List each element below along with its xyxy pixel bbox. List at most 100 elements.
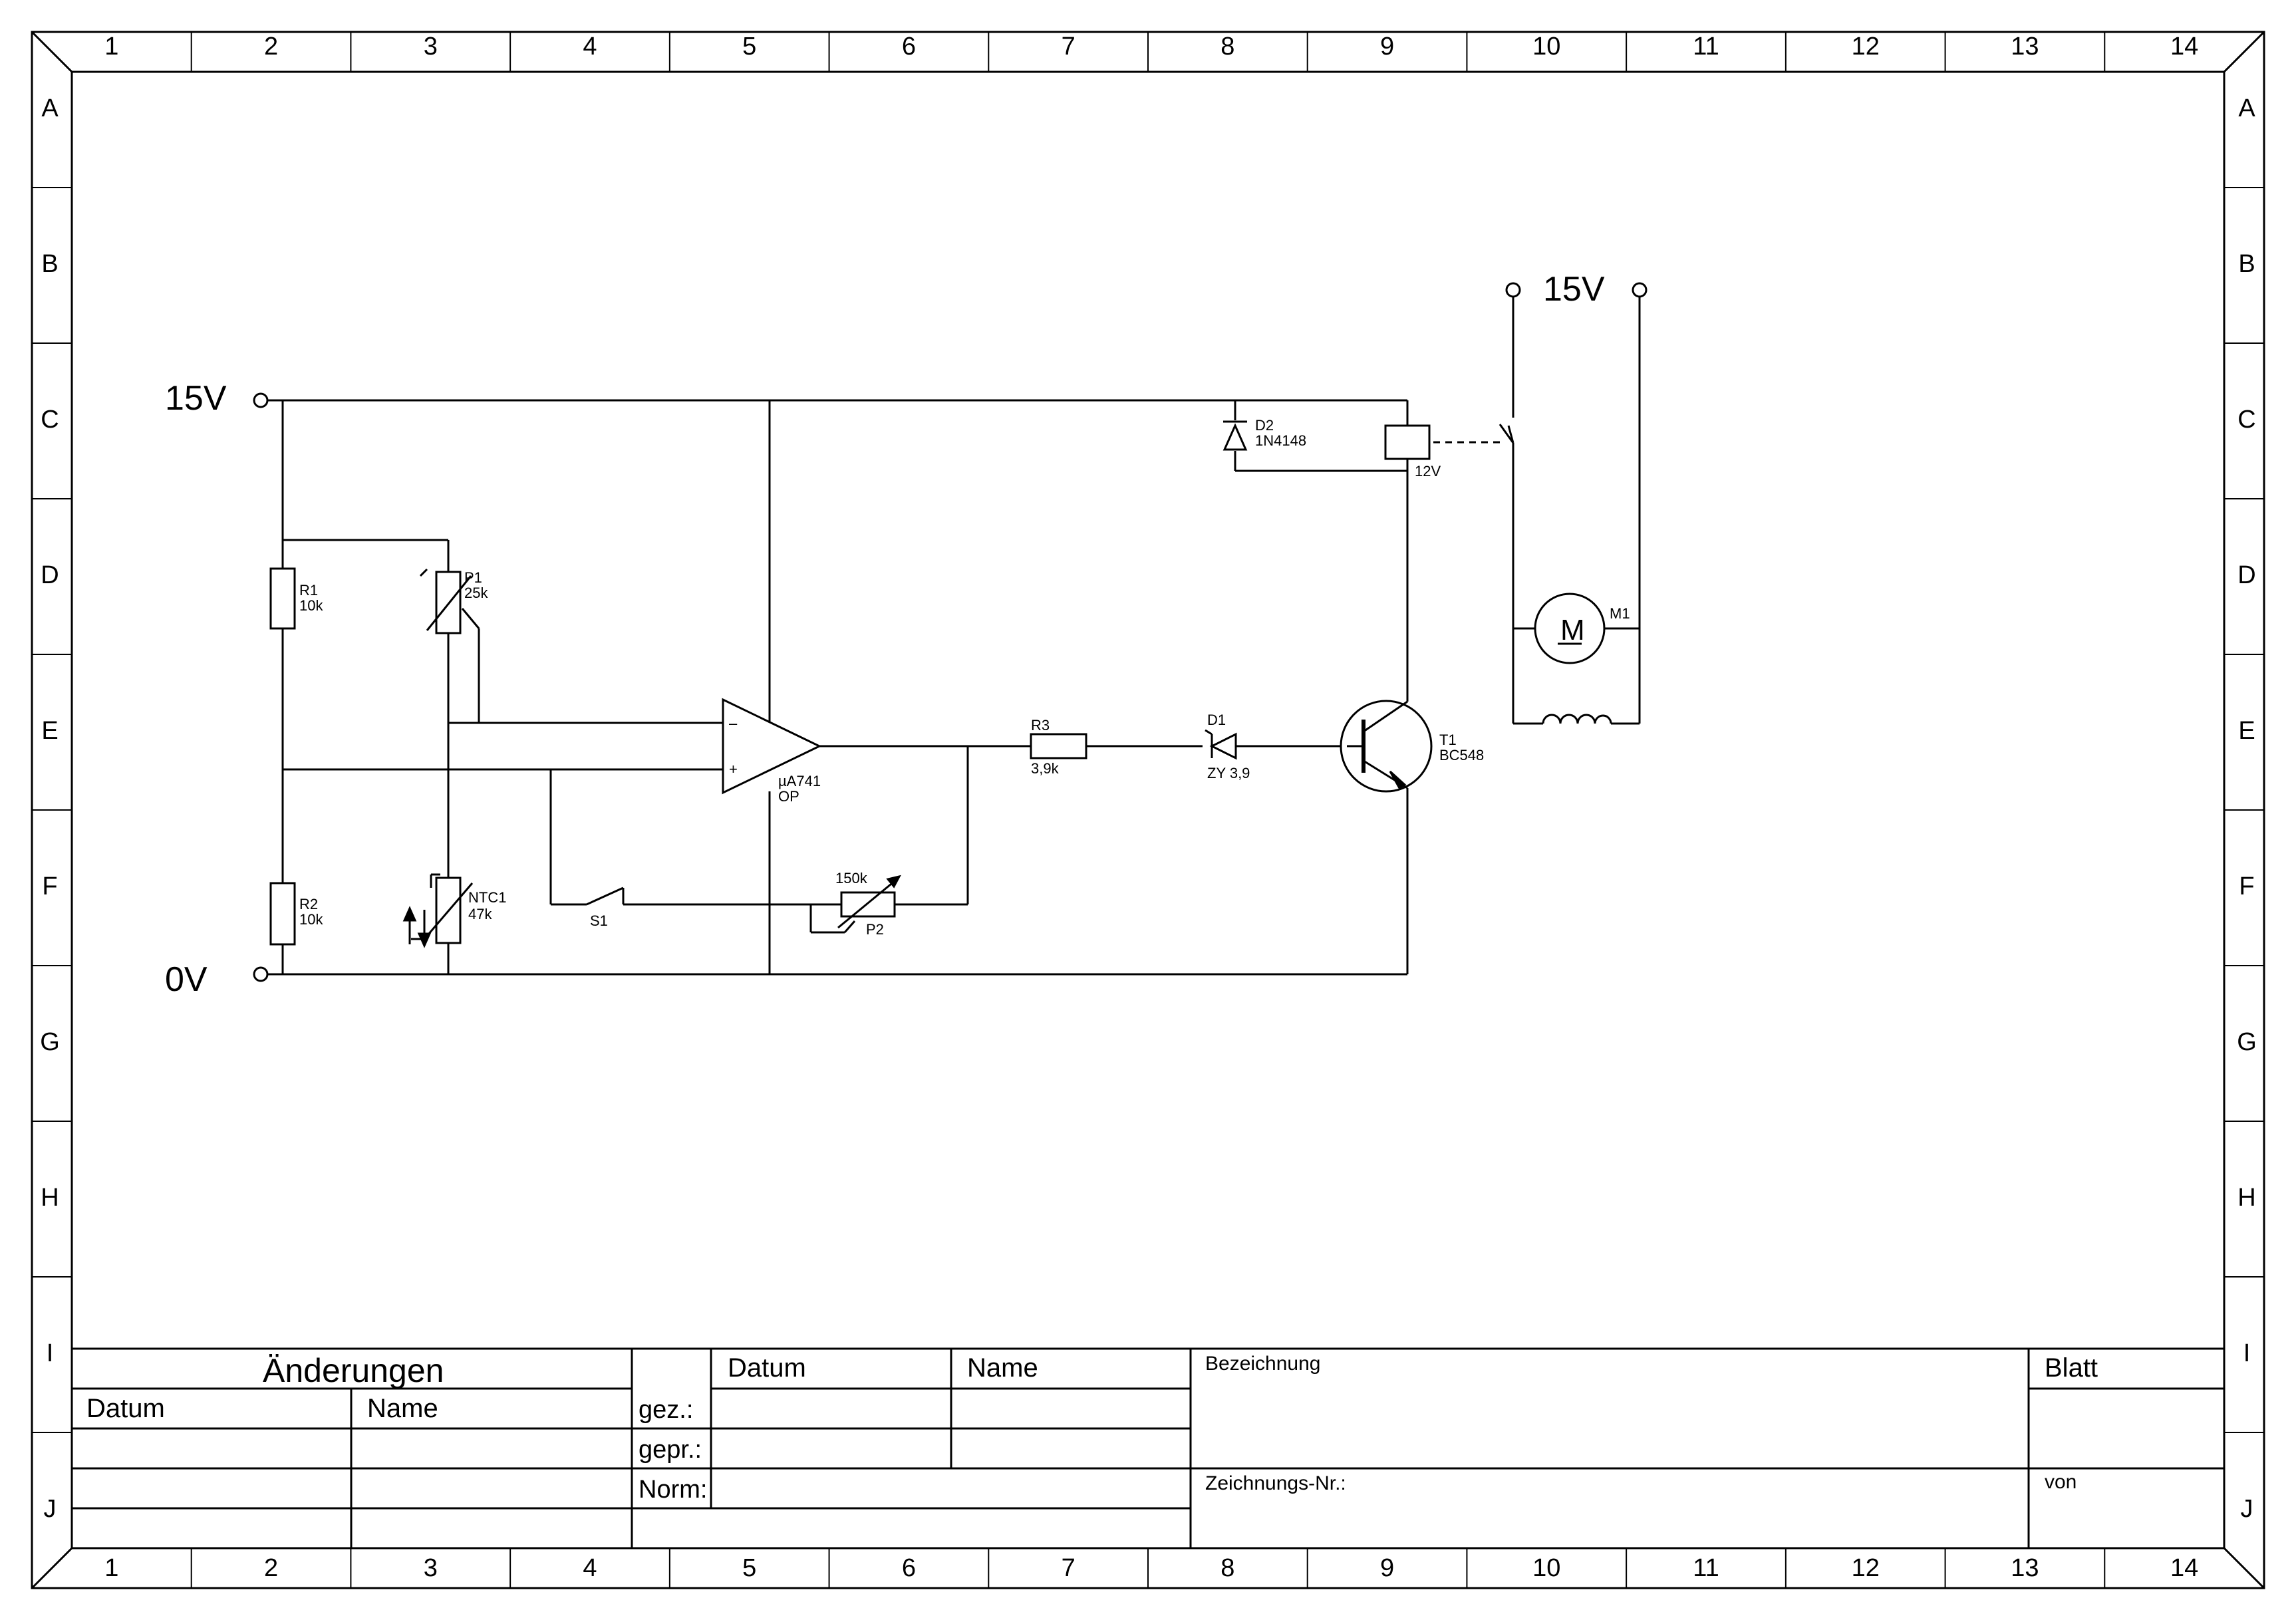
r3-value: 3,9k <box>1031 760 1060 777</box>
bezeichnung-label: Bezeichnung <box>1205 1353 1320 1375</box>
grid-row-label-right: E <box>2238 717 2255 745</box>
ntc1-name: NTC1 <box>468 889 506 906</box>
grid-column-label-top: 14 <box>2170 33 2198 61</box>
d1-name: D1 <box>1207 712 1226 728</box>
opamp-minus: – <box>729 715 738 732</box>
grid-row-label-left: E <box>41 717 58 745</box>
datum-header: Datum <box>728 1353 806 1383</box>
grid-row-label-right: J <box>2241 1495 2253 1523</box>
inductor-coil <box>1542 714 1612 724</box>
m1-name: M1 <box>1610 605 1630 622</box>
grid-row-label-left: F <box>42 873 57 900</box>
p2-value: 150k <box>835 870 868 886</box>
gez-label: gez.: <box>639 1396 693 1424</box>
grid-column-label-top: 4 <box>583 33 597 61</box>
grid-column-label-top: 9 <box>1380 33 1394 61</box>
m1-symbol: M <box>1560 614 1585 646</box>
label-15v-top: 15V <box>165 379 227 418</box>
terminal-15v-top <box>253 392 269 408</box>
r2-value: 10k <box>299 911 323 928</box>
title-block <box>72 1347 2224 1548</box>
grid-row-label-right: I <box>2243 1339 2251 1367</box>
grid-row-label-right: B <box>2238 250 2255 278</box>
d1-value: ZY 3,9 <box>1207 765 1250 781</box>
opamp-type: µA741 <box>778 773 821 789</box>
grid-ticks <box>32 32 2264 1588</box>
grid-column-label-bottom: 14 <box>2170 1554 2198 1582</box>
t1-name: T1 <box>1439 732 1457 748</box>
switch-s1 <box>586 886 625 906</box>
grid-column-label-top: 3 <box>424 33 438 61</box>
resistor-r3 <box>1030 733 1087 759</box>
r3-name: R3 <box>1031 717 1050 734</box>
grid-column-label-top: 11 <box>1693 33 1719 61</box>
blatt-label: Blatt <box>2045 1353 2098 1383</box>
name-header: Name <box>967 1353 1038 1383</box>
grid-column-label-bottom: 3 <box>424 1554 438 1582</box>
grid-row-label-left: D <box>41 561 59 589</box>
grid-row-label-left: B <box>41 250 58 278</box>
r2-name: R2 <box>299 896 318 912</box>
changes-name: Name <box>367 1394 438 1423</box>
norm-label: Norm: <box>639 1476 707 1504</box>
grid-column-label-bottom: 2 <box>264 1554 278 1582</box>
grid-column-label-bottom: 12 <box>1852 1554 1880 1582</box>
grid-column-label-top: 12 <box>1852 33 1880 61</box>
grid-column-label-bottom: 5 <box>742 1554 756 1582</box>
grid-column-label-bottom: 6 <box>902 1554 916 1582</box>
terminal-0v <box>253 966 269 982</box>
resistor-r2 <box>269 882 296 946</box>
grid-column-label-top: 5 <box>742 33 756 61</box>
terminal-15v-motor-left <box>1505 282 1521 298</box>
label-0v: 0V <box>165 960 208 999</box>
transistor-t1 <box>1340 700 1433 793</box>
motor-m1 <box>1534 593 1606 664</box>
grid-column-label-top: 7 <box>1062 33 1076 61</box>
grid-column-label-top: 2 <box>264 33 278 61</box>
grid-column-label-bottom: 1 <box>104 1554 118 1582</box>
grid-column-label-bottom: 9 <box>1380 1554 1394 1582</box>
grid-row-label-right: G <box>2237 1028 2257 1056</box>
grid-row-label-right: C <box>2237 406 2255 434</box>
grid-row-label-right: A <box>2238 94 2255 122</box>
grid-column-label-top: 13 <box>2011 33 2039 61</box>
grid-row-label-left: I <box>47 1339 54 1367</box>
relay-value: 12V <box>1415 463 1441 479</box>
ntc1-value: 47k <box>468 906 492 922</box>
grid-column-label-bottom: 7 <box>1062 1554 1076 1582</box>
opamp-label: OP <box>778 788 799 805</box>
grid-column-label-top: 6 <box>902 33 916 61</box>
grid-row-label-left: H <box>41 1184 59 1212</box>
grid-column-label-bottom: 10 <box>1532 1554 1560 1582</box>
grid-column-label-top: 8 <box>1220 33 1234 61</box>
p2-adjust-icon <box>837 875 901 929</box>
diode-d2 <box>1222 420 1248 451</box>
grid-row-label-left: C <box>41 406 59 434</box>
terminal-15v-motor-right <box>1632 282 1648 298</box>
p1-adjust-icon <box>419 568 472 631</box>
s1-name: S1 <box>590 912 608 929</box>
t1-value: BC548 <box>1439 747 1484 763</box>
ntc-temperature-arrows-icon <box>402 906 432 948</box>
d2-value: 1N4148 <box>1255 432 1306 449</box>
gepr-label: gepr.: <box>639 1436 702 1464</box>
d2-name: D2 <box>1255 417 1274 434</box>
zener-diode-d1 <box>1205 729 1237 760</box>
grid-row-label-left: G <box>40 1028 60 1056</box>
grid-column-label-bottom: 4 <box>583 1554 597 1582</box>
von-label: von <box>2045 1471 2077 1493</box>
changes-header: Änderungen <box>263 1352 444 1389</box>
relay-coil <box>1384 424 1431 460</box>
grid-column-label-top: 10 <box>1532 33 1560 61</box>
p1-value: 25k <box>464 585 488 601</box>
grid-row-label-left: A <box>41 94 59 122</box>
zeichnungs-nr-label: Zeichnungs-Nr.: <box>1205 1472 1346 1494</box>
resistor-r1 <box>269 567 296 630</box>
grid-column-label-bottom: 11 <box>1693 1554 1719 1582</box>
potentiometer-p2 <box>840 891 896 918</box>
grid-row-label-right: F <box>2239 873 2254 900</box>
r1-value: 10k <box>299 597 323 614</box>
changes-datum: Datum <box>86 1394 165 1423</box>
